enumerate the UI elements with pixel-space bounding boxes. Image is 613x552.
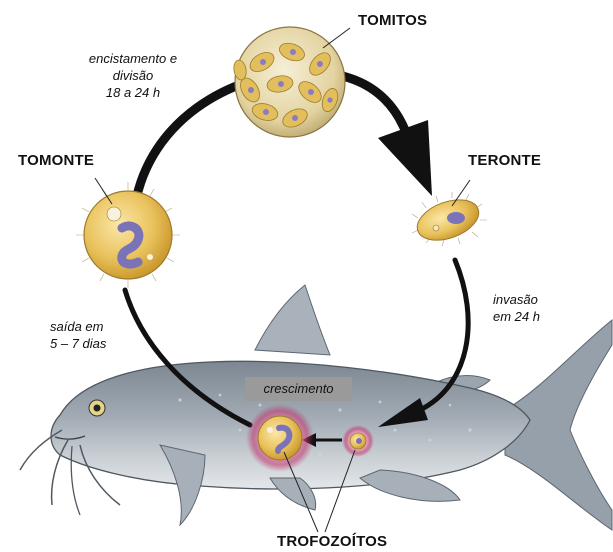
note-saida-line2: 5 – 7 dias	[50, 335, 106, 352]
note-encistamento-line1: encistamento e	[68, 50, 198, 67]
tomitos-cyst	[232, 27, 350, 137]
label-tomonte: TOMONTE	[18, 152, 94, 169]
note-encistamento: encistamento e divisão 18 a 24 h	[68, 50, 198, 101]
label-crescimento: crescimento	[245, 377, 352, 401]
note-saida-line1: saída em	[50, 318, 106, 335]
note-invasao-line2: em 24 h	[493, 308, 540, 325]
label-tomitos: TOMITOS	[358, 12, 427, 29]
label-trofozoitos: TROFOZOÍTOS	[277, 533, 387, 550]
tomonte-cell	[76, 178, 180, 288]
teronte-cell	[412, 180, 487, 248]
note-invasao: invasão em 24 h	[493, 291, 540, 325]
note-saida: saída em 5 – 7 dias	[50, 318, 106, 352]
note-encistamento-line2: divisão	[68, 67, 198, 84]
note-invasao-line1: invasão	[493, 291, 540, 308]
note-encistamento-line3: 18 a 24 h	[68, 84, 198, 101]
label-teronte: TERONTE	[468, 152, 541, 169]
